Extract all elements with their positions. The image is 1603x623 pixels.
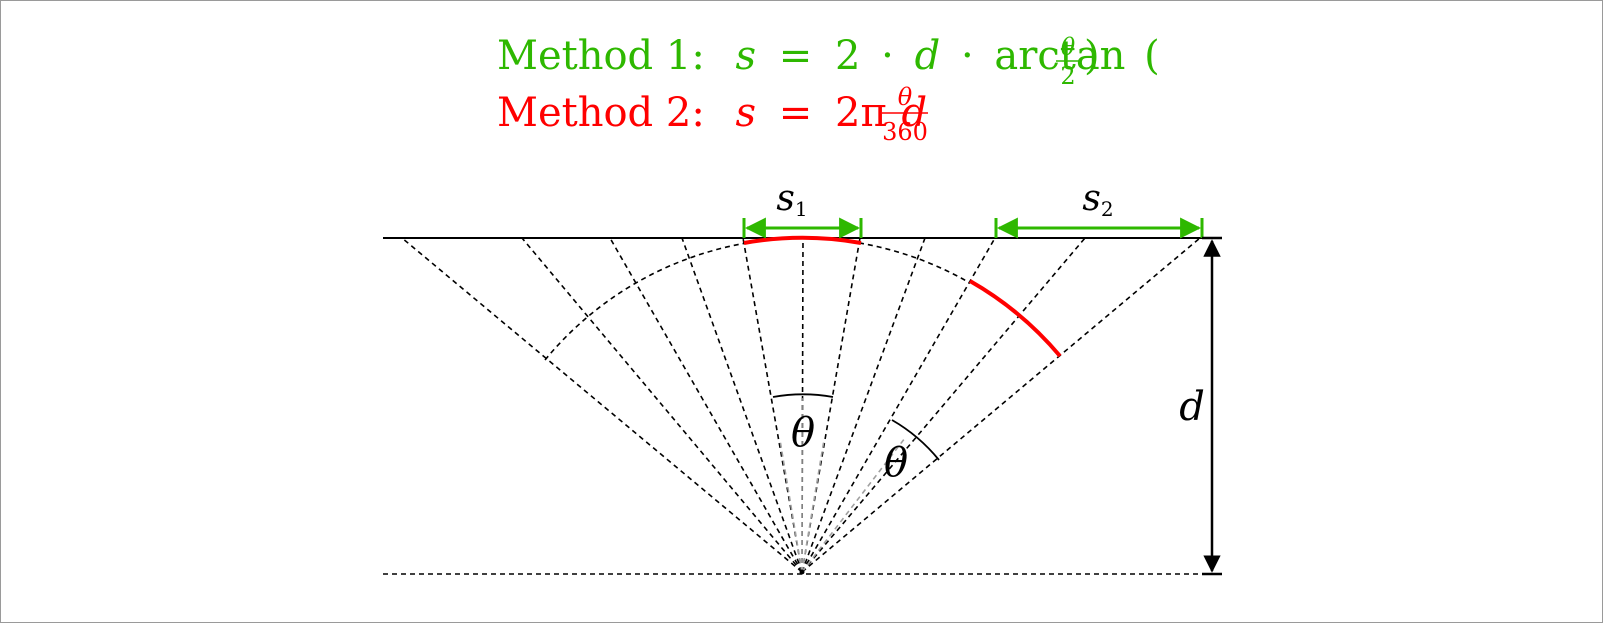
method1-equals: = (779, 33, 813, 79)
method2-equals: = (779, 90, 813, 136)
method2-fraction-numerator: θ (898, 83, 913, 111)
right-bisector (801, 437, 906, 573)
method1-dot-2: · (961, 33, 974, 79)
d-label: d (1179, 384, 1205, 430)
method1-dot-1: · (881, 33, 894, 79)
center-angle-arc (772, 393, 834, 398)
method2-lhs: s (736, 90, 757, 136)
radial-line (801, 237, 1086, 573)
method2-coefficient: 2π (835, 90, 887, 136)
center-angle-guide (801, 439, 825, 573)
theta-center-label: θ (791, 410, 815, 456)
method1-formula: Method 1: s = 2 · d · arctan ( (497, 33, 1160, 79)
theta-right-label: θ (884, 440, 908, 486)
radial-line (401, 237, 803, 573)
radial-lines (401, 237, 1201, 573)
right-angle-arc (891, 419, 940, 461)
radial-line (801, 237, 1201, 573)
method2-formula: Method 2: s = 2π d (497, 90, 927, 136)
arc-segment-s1 (743, 235, 862, 245)
method2-fraction-denominator: 360 (882, 118, 928, 146)
method1-right-paren: ) (1084, 33, 1100, 79)
radial-line (681, 237, 803, 573)
radial-line (609, 237, 803, 573)
method1-fraction-numerator: θ (1061, 33, 1076, 61)
method2-label: Method 2: (497, 90, 705, 136)
method1-d: d (915, 33, 941, 79)
method1-left-paren: ( (1144, 33, 1160, 79)
s1-label: s1 (776, 178, 807, 221)
radial-line (801, 237, 996, 573)
bisector-guides (779, 398, 906, 573)
radius-arc (544, 237, 971, 361)
method1-coefficient: 2 (835, 33, 860, 79)
center-angle-guide (779, 439, 803, 573)
s2-label: s2 (1082, 178, 1113, 221)
radial-line (521, 237, 803, 573)
method1-function: arctan (994, 33, 1125, 79)
method1-label: Method 1: (497, 33, 705, 79)
origin-point (799, 569, 805, 575)
arc-segment-s2 (969, 279, 1062, 358)
method1-lhs: s (736, 33, 757, 79)
radial-line (801, 237, 926, 573)
method1-fraction-denominator: 2 (1060, 62, 1075, 90)
